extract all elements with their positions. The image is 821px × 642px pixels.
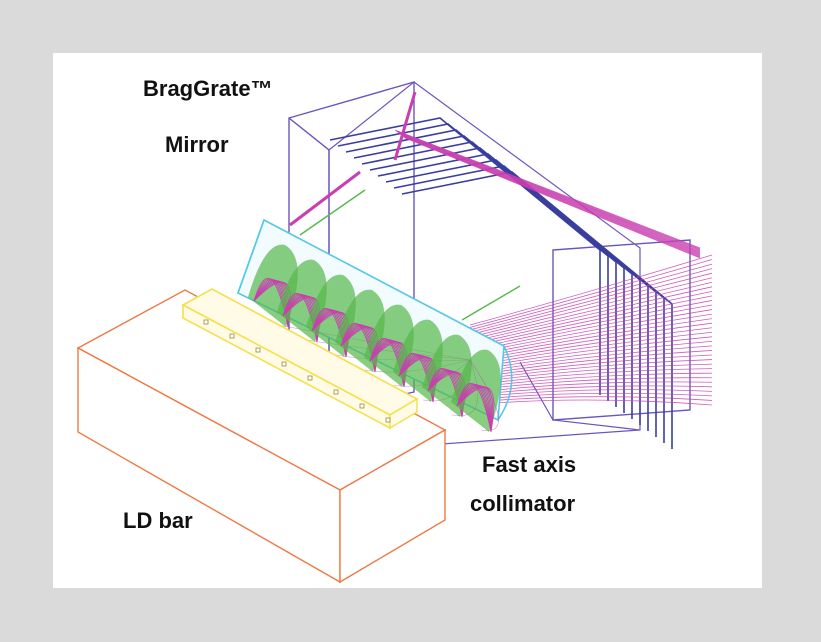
output-beam-ray (469, 259, 713, 328)
collimator-end-edge (237, 219, 265, 294)
emitter-dot (359, 403, 365, 409)
emitter-strip (181, 288, 419, 430)
output-beam-ray (469, 254, 713, 326)
collimator-curved-face (497, 345, 513, 421)
emitter-dot (307, 375, 313, 381)
emitter-fan-ray (456, 386, 495, 433)
emitter-dot (385, 417, 391, 423)
emitter-dot (281, 361, 287, 367)
output-beam-ray (469, 295, 713, 348)
output-beam-ray (469, 385, 713, 396)
emitter-dot (333, 389, 339, 395)
output-beam-ray (469, 268, 713, 333)
ld-bar-side-face (339, 428, 446, 584)
emitter-strip-side (389, 397, 418, 430)
emitter-fan-ray (456, 385, 493, 433)
ld-bar-label: LD bar (123, 508, 193, 533)
collimated-ray (469, 359, 499, 431)
output-beam-ray (469, 322, 713, 362)
output-beam-ray (469, 281, 713, 340)
output-beam-ray (469, 263, 713, 331)
emitter-beam-fans (248, 244, 501, 433)
reflected-beam-ray (404, 137, 701, 259)
output-beam-ray (469, 286, 713, 343)
collimator-label: collimator (470, 491, 576, 516)
emitter-dot (203, 319, 209, 325)
emitter-dot (229, 333, 235, 339)
bragg-grate-label: BragGrate™ (143, 76, 273, 101)
emitter-dot (255, 347, 261, 353)
green-axis-line (299, 189, 366, 236)
output-beam-ray (469, 277, 713, 338)
output-beam-ray (469, 290, 713, 345)
fast-axis-label: Fast axis (482, 452, 577, 477)
green-reference-lines (299, 189, 521, 321)
output-beam-ray (469, 272, 713, 336)
mirror-label: Mirror (165, 132, 229, 157)
green-axis-line (461, 285, 521, 321)
feedback-beam (289, 170, 361, 227)
grating-plate (401, 171, 673, 449)
ld-bar-block (76, 289, 447, 584)
output-beam (289, 91, 713, 406)
mirror-end-face (552, 239, 691, 421)
emitter-fan-green (451, 349, 501, 432)
feedback-beam (393, 91, 417, 161)
